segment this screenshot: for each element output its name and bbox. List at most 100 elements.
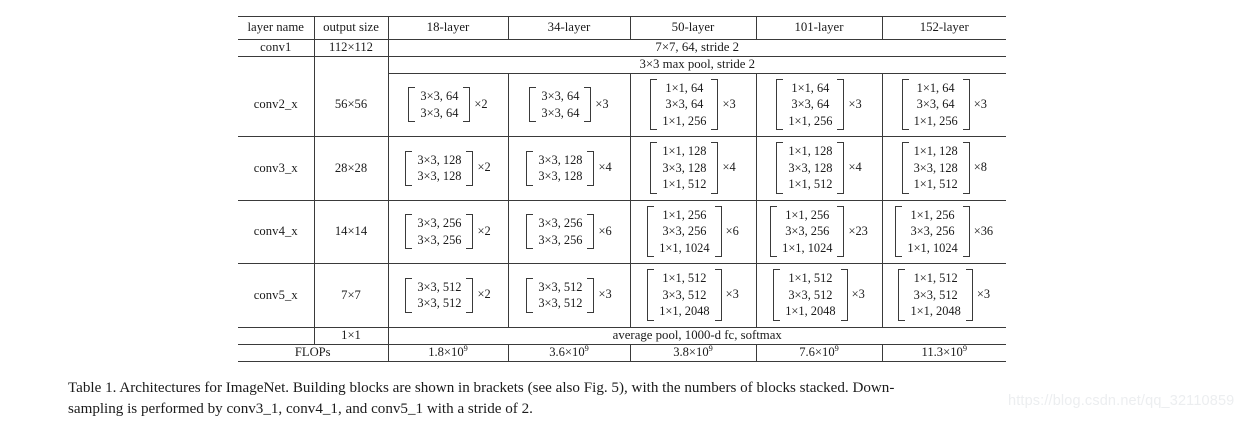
architecture-table-container: layer name output size 18-layer 34-layer… bbox=[238, 16, 1006, 362]
block-line: 3×3, 128 bbox=[662, 160, 707, 175]
block-line: 1×1, 512 bbox=[913, 271, 958, 286]
block-line: 3×3, 64 bbox=[541, 105, 580, 120]
block-multiplier: ×36 bbox=[973, 223, 994, 238]
block-line: 3×3, 512 bbox=[662, 287, 707, 302]
right-bracket-icon bbox=[962, 78, 970, 131]
block-line: 3×3, 512 bbox=[538, 296, 583, 311]
block-line: 3×3, 64 bbox=[420, 105, 459, 120]
bracket-left-right-group: 1×1, 256 3×3, 256 1×1, 1024 bbox=[647, 205, 722, 258]
cell-layer-name: conv3_x bbox=[238, 136, 315, 201]
block-line: 1×1, 256 bbox=[662, 113, 707, 128]
bracket-left-right-group: 3×3, 64 3×3, 64 bbox=[529, 87, 592, 123]
table-header-row: layer name output size 18-layer 34-layer… bbox=[238, 16, 1006, 40]
right-bracket-icon bbox=[840, 269, 848, 321]
right-bracket-icon bbox=[837, 78, 845, 131]
block-line: 1×1, 2048 bbox=[659, 304, 710, 319]
block-line: 3×3, 128 bbox=[538, 152, 583, 167]
block-lines: 1×1, 256 3×3, 256 1×1, 1024 bbox=[777, 206, 837, 258]
right-bracket-icon bbox=[711, 142, 719, 194]
block-lines: 1×1, 128 3×3, 128 1×1, 512 bbox=[657, 142, 711, 194]
block-multiplier: ×23 bbox=[848, 223, 868, 238]
bracket-left-right-group: 3×3, 256 3×3, 256 bbox=[405, 214, 474, 250]
flops-mantissa: 11.3×10 bbox=[921, 344, 963, 359]
block-multiplier: ×3 bbox=[973, 96, 987, 111]
block-multiplier: ×3 bbox=[851, 287, 865, 302]
cell-layer-name-empty bbox=[238, 56, 315, 74]
block-line: 3×3, 256 bbox=[785, 224, 830, 239]
cell-block-50: 1×1, 128 3×3, 128 1×1, 512 ×4 bbox=[629, 136, 757, 201]
bracket-left-right-group: 3×3, 128 3×3, 128 bbox=[526, 150, 595, 186]
right-bracket-icon bbox=[463, 87, 471, 123]
cell-block-101: 1×1, 64 3×3, 64 1×1, 256 ×3 bbox=[755, 73, 883, 137]
cell-output-size: 7×7 bbox=[313, 263, 389, 328]
flops-mantissa: 3.6×10 bbox=[549, 344, 585, 359]
column-header-152-layer: 152-layer bbox=[881, 16, 1006, 40]
block-line: 1×1, 512 bbox=[913, 177, 958, 192]
right-bracket-icon bbox=[587, 277, 595, 313]
block-line: 1×1, 128 bbox=[913, 144, 958, 159]
block-lines: 1×1, 512 3×3, 512 1×1, 2048 bbox=[654, 269, 714, 321]
bracket-left-right-group: 1×1, 512 3×3, 512 1×1, 2048 bbox=[647, 269, 722, 321]
bracket-block: 1×1, 64 3×3, 64 1×1, 256 ×3 bbox=[883, 74, 1007, 137]
bracket-block: 1×1, 256 3×3, 256 1×1, 1024 ×23 bbox=[757, 201, 882, 264]
bracket-block: 1×1, 256 3×3, 256 1×1, 1024 ×6 bbox=[631, 201, 756, 264]
bracket-block: 1×1, 512 3×3, 512 1×1, 2048 ×3 bbox=[757, 264, 882, 327]
column-header-output-size: output size bbox=[313, 16, 389, 40]
bracket-block: 1×1, 512 3×3, 512 1×1, 2048 ×3 bbox=[631, 264, 756, 327]
block-lines: 1×1, 128 3×3, 128 1×1, 512 bbox=[909, 142, 963, 194]
cell-block-101: 1×1, 128 3×3, 128 1×1, 512 ×4 bbox=[755, 136, 883, 201]
cell-block-18: 3×3, 128 3×3, 128 ×2 bbox=[387, 136, 509, 201]
block-line: 3×3, 512 bbox=[417, 296, 462, 311]
column-header-34-layer: 34-layer bbox=[507, 16, 631, 40]
bracket-block: 3×3, 256 3×3, 256 ×6 bbox=[509, 209, 630, 255]
bracket-left-right-group: 1×1, 128 3×3, 128 1×1, 512 bbox=[901, 142, 970, 194]
block-line: 1×1, 1024 bbox=[907, 240, 958, 255]
bracket-left-right-group: 3×3, 256 3×3, 256 bbox=[526, 214, 595, 250]
block-multiplier: ×4 bbox=[722, 160, 736, 175]
block-line: 3×3, 256 bbox=[538, 232, 583, 247]
left-bracket-icon bbox=[529, 87, 537, 123]
block-lines: 3×3, 512 3×3, 512 bbox=[533, 278, 587, 313]
bracket-left-right-group: 1×1, 256 3×3, 256 1×1, 1024 bbox=[770, 205, 845, 258]
block-lines: 1×1, 256 3×3, 256 1×1, 1024 bbox=[902, 206, 962, 258]
cell-block-34: 3×3, 512 3×3, 512 ×3 bbox=[507, 263, 631, 328]
block-line: 3×3, 128 bbox=[538, 169, 583, 184]
cell-maxpool-spec: 3×3 max pool, stride 2 bbox=[387, 56, 1006, 74]
block-multiplier: ×2 bbox=[477, 223, 491, 238]
right-bracket-icon bbox=[962, 205, 970, 258]
bracket-left-right-group: 3×3, 64 3×3, 64 bbox=[408, 87, 471, 123]
cell-block-34: 3×3, 64 3×3, 64 ×3 bbox=[507, 73, 631, 137]
right-bracket-icon bbox=[837, 142, 845, 194]
bracket-block: 3×3, 64 3×3, 64 ×3 bbox=[509, 82, 630, 128]
cell-flops-34: 3.6×109 bbox=[507, 344, 631, 362]
bracket-block: 1×1, 128 3×3, 128 1×1, 512 ×8 bbox=[883, 137, 1007, 200]
cell-flops-152: 11.3×109 bbox=[881, 344, 1006, 362]
block-line: 3×3, 128 bbox=[913, 160, 958, 175]
block-lines: 3×3, 128 3×3, 128 bbox=[533, 151, 587, 186]
right-bracket-icon bbox=[965, 269, 973, 321]
block-line: 1×1, 128 bbox=[662, 144, 707, 159]
cell-average-pool-spec: average pool, 1000-d fc, softmax bbox=[387, 327, 1006, 345]
cell-layer-name: conv2_x bbox=[238, 73, 315, 137]
block-line: 1×1, 512 bbox=[788, 177, 833, 192]
flops-mantissa: 3.8×10 bbox=[673, 344, 709, 359]
left-bracket-icon bbox=[650, 78, 658, 131]
bracket-block: 1×1, 64 3×3, 64 1×1, 256 ×3 bbox=[631, 74, 756, 137]
left-bracket-icon bbox=[770, 205, 778, 258]
bracket-left-right-group: 3×3, 128 3×3, 128 bbox=[405, 150, 474, 186]
left-bracket-icon bbox=[408, 87, 416, 123]
watermark-text: https://blog.csdn.net/qq_32110859 bbox=[1008, 393, 1235, 409]
right-bracket-icon bbox=[466, 214, 474, 250]
left-bracket-icon bbox=[776, 142, 784, 194]
block-multiplier: ×2 bbox=[477, 287, 491, 302]
block-line: 3×3, 64 bbox=[541, 89, 580, 104]
table-row-average-pool: 1×1 average pool, 1000-d fc, softmax bbox=[238, 327, 1006, 345]
right-bracket-icon bbox=[584, 87, 592, 123]
architecture-table: layer name output size 18-layer 34-layer… bbox=[238, 16, 1006, 362]
block-multiplier: ×6 bbox=[598, 223, 612, 238]
bracket-block: 1×1, 256 3×3, 256 1×1, 1024 ×36 bbox=[883, 201, 1007, 264]
bracket-left-right-group: 1×1, 512 3×3, 512 1×1, 2048 bbox=[773, 269, 848, 321]
left-bracket-icon bbox=[526, 150, 534, 186]
cell-conv1-spec: 7×7, 64, stride 2 bbox=[387, 39, 1006, 57]
bracket-left-right-group: 1×1, 512 3×3, 512 1×1, 2048 bbox=[898, 269, 973, 321]
